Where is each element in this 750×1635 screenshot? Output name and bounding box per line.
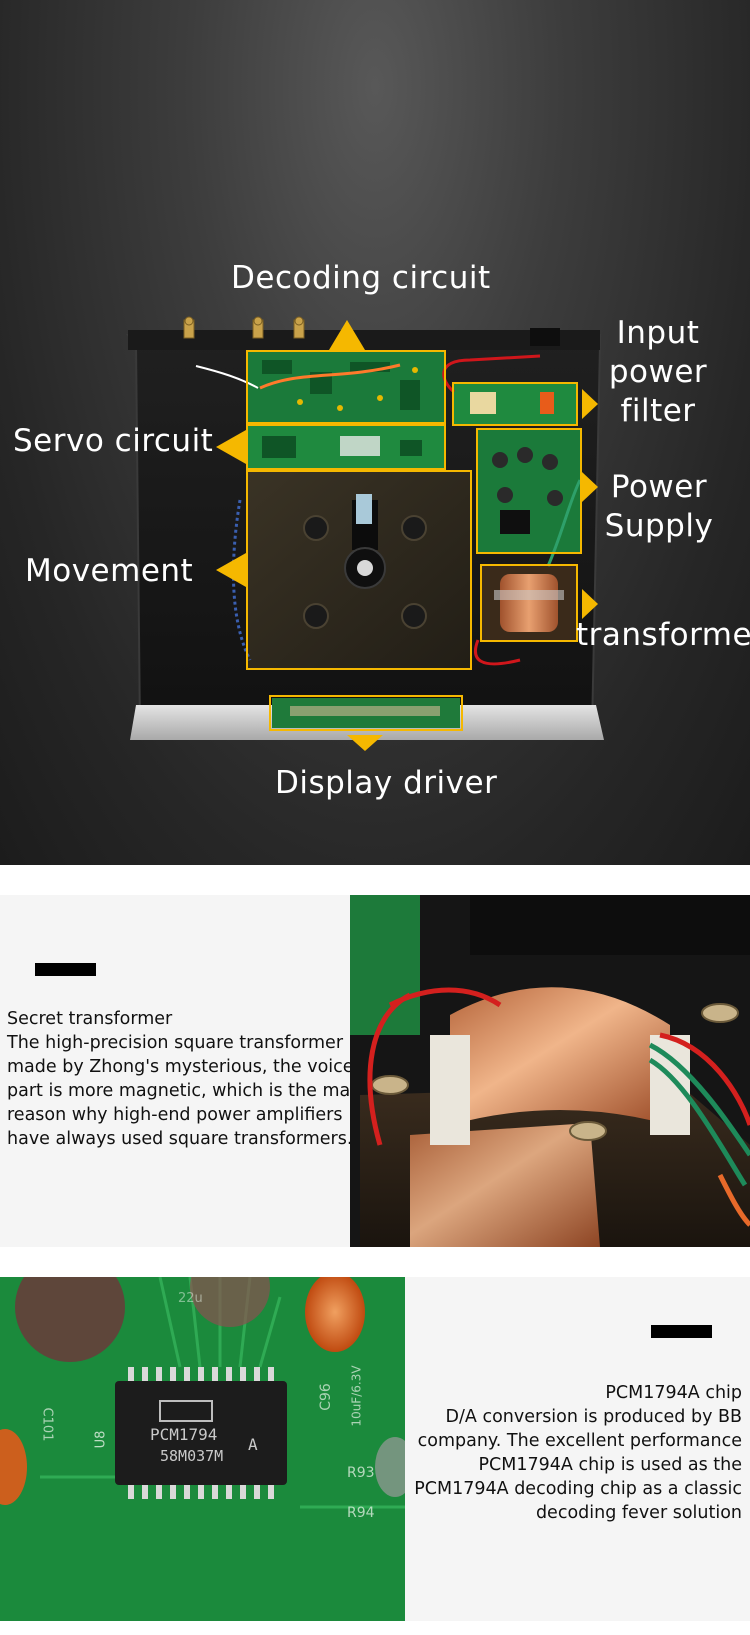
section-marker-bar bbox=[651, 1325, 712, 1338]
device-internals-illustration bbox=[125, 316, 604, 740]
power-supply-pointer bbox=[582, 472, 598, 502]
chip-line: PCM1794A decoding chip as a classic bbox=[414, 1479, 742, 1499]
chip-description: PCM1794A chip D/A conversion is produced… bbox=[397, 1381, 742, 1525]
transformer-pointer bbox=[582, 589, 598, 619]
chip-title: PCM1794A chip bbox=[605, 1383, 742, 1403]
label-line: power bbox=[608, 354, 708, 390]
transformer-title: Secret transformer bbox=[7, 1009, 173, 1029]
decoding-pointer bbox=[329, 320, 365, 350]
chip-line: PCM1794A chip is used as the bbox=[478, 1455, 743, 1475]
chip-marking-line2: 58M037M bbox=[160, 1447, 224, 1465]
label-line: Input bbox=[616, 315, 700, 351]
label-decoding-circuit: Decoding circuit bbox=[231, 260, 491, 296]
product-internals-hero: Decoding circuit Input power filter Serv… bbox=[0, 0, 750, 865]
chip-marking-suffix: A bbox=[248, 1435, 258, 1454]
servo-pointer bbox=[216, 430, 246, 464]
label-movement: Movement bbox=[25, 553, 194, 589]
chip-section: PCM1794 58M037M A U8 C101 C96 10uF/6.3V … bbox=[0, 1277, 750, 1621]
label-power-supply: Power Supply bbox=[594, 468, 724, 546]
board-label-22u: 22u bbox=[178, 1291, 203, 1306]
board-label-r93: R93 bbox=[347, 1465, 375, 1481]
label-line: Power bbox=[610, 469, 708, 505]
chip-line: company. The excellent performance bbox=[417, 1431, 742, 1451]
label-servo-circuit: Servo circuit bbox=[13, 423, 214, 459]
transformer-photo-illustration bbox=[350, 895, 750, 1247]
chip-marking-line1: PCM1794 bbox=[150, 1425, 218, 1444]
label-display-driver: Display driver bbox=[275, 765, 498, 801]
movement-pointer bbox=[216, 553, 246, 587]
section-marker-bar bbox=[35, 963, 96, 976]
board-label-c101: C101 bbox=[39, 1407, 55, 1442]
transformer-line: made by Zhong's mysterious, the voice bbox=[7, 1057, 354, 1077]
label-transformer: transformer bbox=[576, 617, 750, 653]
board-label-u8: U8 bbox=[93, 1430, 109, 1449]
transformer-line: reason why high-end power amplifiers bbox=[7, 1105, 343, 1125]
input-filter-pointer bbox=[582, 389, 598, 419]
chip-photo-illustration bbox=[0, 1277, 405, 1621]
label-input-power-filter: Input power filter bbox=[598, 314, 718, 431]
transformer-line: part is more magnetic, which is the main bbox=[7, 1081, 367, 1101]
transformer-description: Secret transformer The high-precision sq… bbox=[7, 1007, 367, 1151]
transformer-photo bbox=[350, 895, 750, 1247]
board-label-c96: C96 bbox=[317, 1383, 334, 1411]
display-pointer bbox=[347, 735, 383, 751]
transformer-line: have always used square transformers. bbox=[7, 1129, 353, 1149]
board-label-r94: R94 bbox=[347, 1505, 375, 1521]
label-line: filter bbox=[620, 393, 696, 429]
transformer-section: Secret transformer The high-precision sq… bbox=[0, 895, 750, 1247]
transformer-line: The high-precision square transformer bbox=[7, 1033, 344, 1053]
label-line: Supply bbox=[604, 508, 714, 544]
board-label-cap-value: 10uF/6.3V bbox=[349, 1365, 364, 1427]
chip-line: decoding fever solution bbox=[535, 1503, 742, 1523]
chip-photo: PCM1794 58M037M A U8 C101 C96 10uF/6.3V … bbox=[0, 1277, 405, 1621]
chip-line: D/A conversion is produced by BB bbox=[445, 1407, 742, 1427]
